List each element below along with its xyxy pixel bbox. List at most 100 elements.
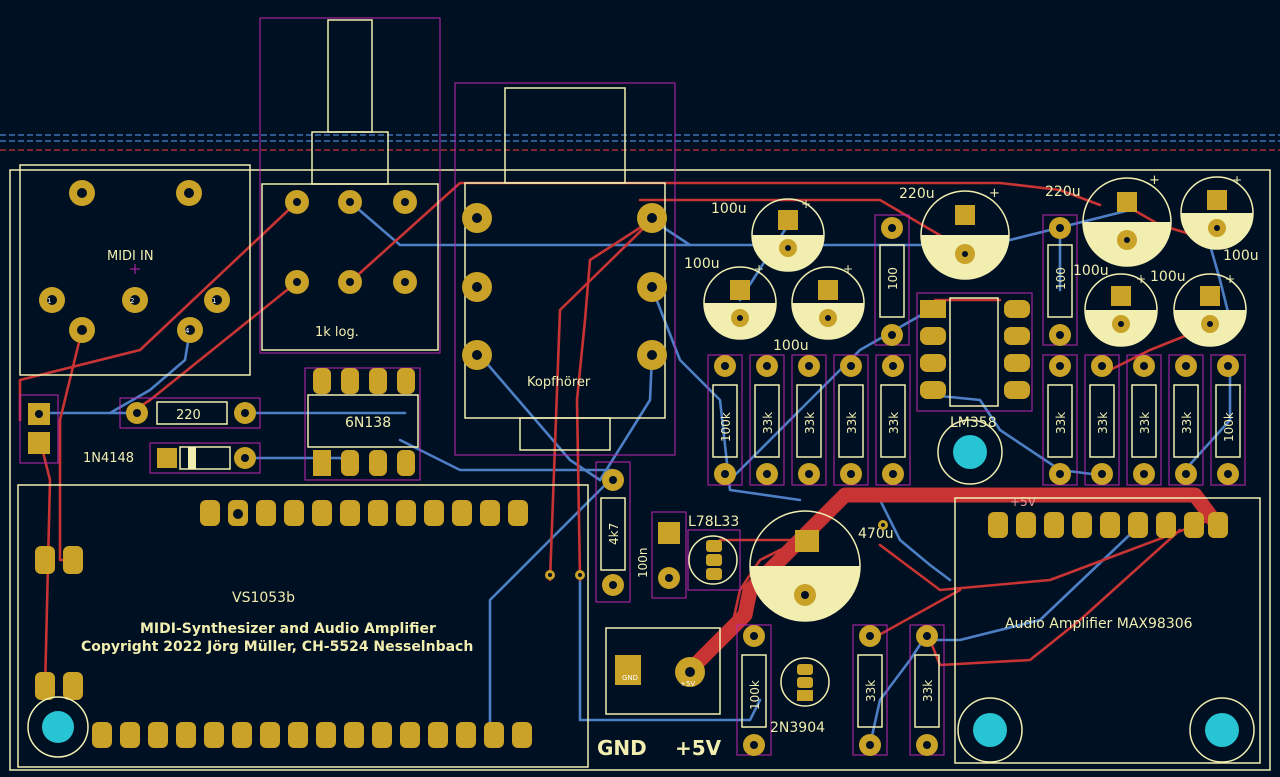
label-33k-2: 33k [803, 412, 817, 434]
label-lm358: LM358 [950, 415, 997, 431]
svg-text:4: 4 [185, 327, 190, 335]
label-100k-lower: 100k [748, 680, 762, 710]
label-cap-220u-2: 220u [1045, 184, 1081, 200]
mounting-hole-amp-left [957, 697, 1023, 763]
label-max98306: Audio Amplifier MAX98306 [1005, 616, 1193, 632]
resistor-100-left[interactable] [874, 214, 910, 346]
regulator-l78l33[interactable] [687, 529, 741, 591]
resistor-33k-1[interactable] [749, 354, 785, 486]
capacitor-100u-1[interactable]: + [751, 197, 825, 272]
svg-text:+5V: +5V [680, 680, 695, 688]
capacitor-100n[interactable] [651, 511, 687, 599]
bottom-copper-traces [38, 200, 1232, 747]
vias [233, 509, 888, 580]
midi-in-connector[interactable]: 2 4 1 1 [19, 164, 251, 376]
label-headphone: Kopfhörer [527, 375, 591, 390]
resistor-33k-7[interactable] [1126, 354, 1162, 486]
svg-text:+: + [1225, 272, 1235, 286]
potentiometer[interactable] [259, 17, 441, 354]
label-cap-100u-5: 100u [1073, 263, 1109, 279]
mounting-hole-amp-right [1189, 697, 1255, 763]
optocoupler-6n138[interactable] [304, 367, 421, 481]
headphone-jack[interactable] [454, 82, 676, 456]
capacitor-100u-3[interactable]: + [791, 262, 865, 340]
label-33k-8: 33k [1180, 412, 1194, 434]
capacitor-100u-2[interactable]: + [703, 262, 777, 340]
amp-module-max98306[interactable] [954, 497, 1261, 764]
label-pot: 1k log. [315, 325, 359, 340]
resistor-33k-6[interactable] [1084, 354, 1120, 486]
resistor-33k-4[interactable] [875, 354, 911, 486]
svg-text:+: + [1136, 272, 1146, 286]
vs1053b-bottom-header [92, 722, 532, 748]
resistor-33k-2[interactable] [791, 354, 827, 486]
svg-text:2: 2 [130, 297, 134, 305]
title-line-1: MIDI-Synthesizer and Audio Amplifier [140, 621, 436, 637]
svg-text:+: + [989, 186, 1000, 201]
mounting-hole-left [27, 696, 89, 758]
capacitor-100u-6[interactable]: + [1173, 272, 1247, 347]
capacitor-220u-2[interactable]: + [1082, 173, 1172, 267]
edge-band [0, 134, 1280, 151]
label-vs1053b: VS1053b [232, 590, 295, 606]
label-33k-1: 33k [761, 412, 775, 434]
capacitor-100u-5[interactable]: + [1084, 272, 1158, 347]
label-33k-3: 33k [845, 412, 859, 434]
resistor-33k-bottom-1[interactable] [852, 624, 888, 756]
label-33k-7: 33k [1138, 412, 1152, 434]
label-2n3904: 2N3904 [770, 720, 825, 736]
capacitor-220u-1[interactable]: + [920, 186, 1010, 280]
label-cap-100u-1: 100u [711, 201, 747, 217]
resistor-33k-5[interactable] [1042, 354, 1078, 486]
label-100k-1: 100k [719, 412, 733, 442]
transistor-2n3904[interactable] [780, 657, 830, 707]
label-470u: 470u [858, 526, 894, 542]
label-100-left: 100 [886, 267, 900, 290]
label-1n4148: 1N4148 [83, 451, 134, 466]
label-cap-100u-2: 100u [684, 256, 720, 272]
power-terminal[interactable]: GND +5V [605, 627, 721, 715]
resistor-100k-lower[interactable] [736, 624, 772, 756]
connector-2pin-left[interactable] [19, 394, 59, 464]
label-cap-100u-3: 100u [773, 338, 809, 354]
resistor-100k-1[interactable] [707, 354, 743, 486]
label-cap-100u-6: 100u [1150, 269, 1186, 285]
svg-text:+: + [1232, 173, 1242, 187]
label-l78l33: L78L33 [688, 514, 739, 530]
label-33k-5: 33k [1054, 412, 1068, 434]
label-33k-bottom-2: 33k [921, 680, 935, 702]
svg-text:+: + [843, 262, 853, 276]
title-line-2: Copyright 2022 Jörg Müller, CH-5524 Ness… [81, 639, 473, 655]
diode-1n4148[interactable] [149, 442, 261, 474]
resistor-4k7[interactable] [595, 461, 631, 603]
mounting-hole-center [937, 419, 1003, 485]
svg-text:GND: GND [622, 674, 638, 682]
svg-text:+: + [754, 262, 764, 276]
label-cap-220u-1: 220u [899, 186, 935, 202]
svg-text:+: + [801, 197, 811, 211]
resistor-33k-3[interactable] [833, 354, 869, 486]
resistor-100-right[interactable] [1042, 214, 1078, 346]
resistor-33k-8[interactable] [1168, 354, 1204, 486]
vs1053b-module[interactable] [17, 484, 589, 768]
label-gnd: GND [597, 736, 647, 760]
vs1053b-top-header [200, 500, 528, 526]
label-100-right: 100 [1054, 267, 1068, 290]
resistor-220[interactable] [119, 397, 261, 429]
svg-text:1: 1 [47, 297, 51, 305]
svg-text:+: + [1149, 173, 1160, 188]
top-copper-traces [18, 181, 1212, 692]
capacitor-100u-4[interactable]: + [1180, 173, 1254, 250]
board-outline [9, 169, 1271, 771]
label-midi-in: MIDI IN [107, 249, 154, 264]
capacitor-470u[interactable] [749, 510, 861, 622]
label-100k-2: 100k [1222, 412, 1236, 442]
svg-text:1: 1 [212, 297, 216, 305]
label-33k-4: 33k [887, 412, 901, 434]
resistor-33k-bottom-2[interactable] [909, 624, 945, 756]
net-label-5v: +5V [1010, 495, 1037, 509]
resistor-100k-2[interactable] [1210, 354, 1246, 486]
label-6n138: 6N138 [345, 415, 391, 431]
opamp-lm358[interactable] [916, 292, 1033, 485]
